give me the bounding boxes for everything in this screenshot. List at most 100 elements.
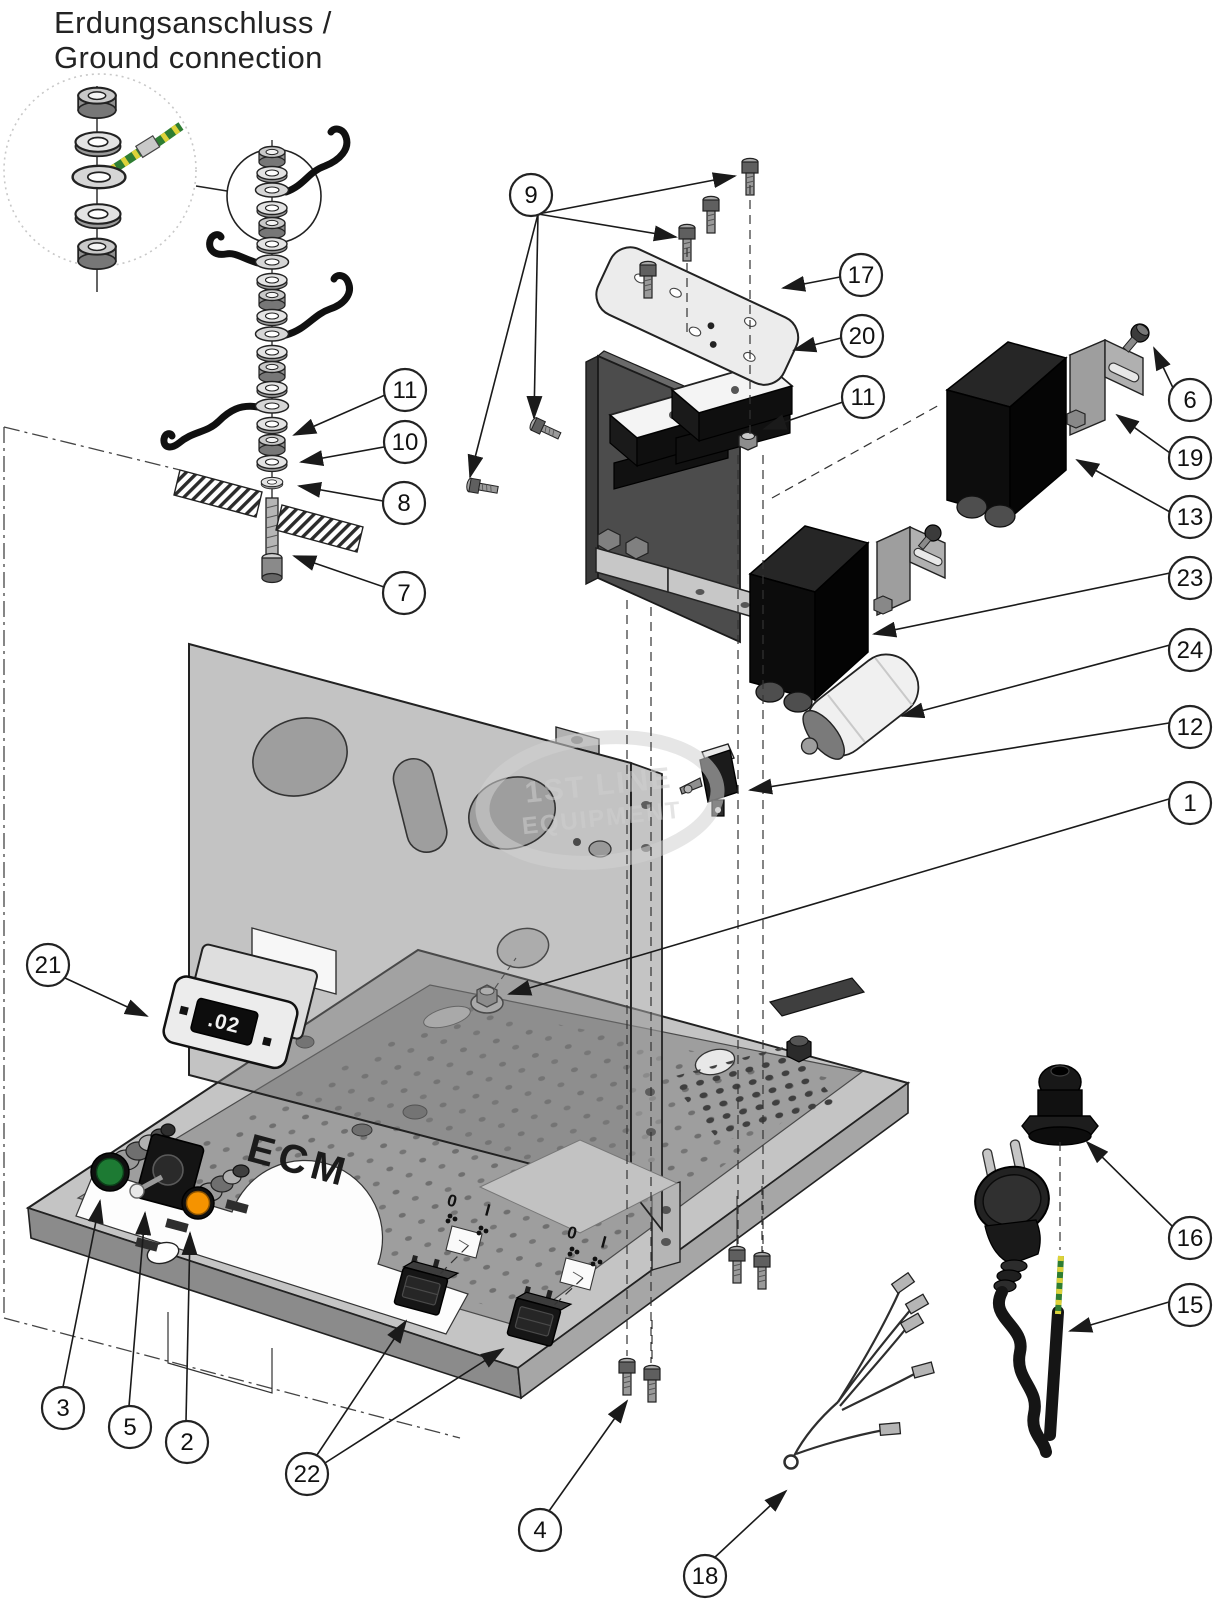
callout-9: 9 [508, 172, 554, 218]
phantom-boundary [3, 426, 461, 1439]
floor-hole-large [496, 927, 550, 969]
toggle-switch [129, 1133, 205, 1211]
hex-standoff [786, 1035, 812, 1063]
switch-cutout-2: 0 I [559, 1223, 608, 1291]
marking-on: I [483, 1201, 492, 1221]
apron-slot [165, 1218, 189, 1233]
callout-11-right: 11 [840, 374, 886, 420]
callout-7: 7 [381, 570, 427, 616]
relay-bracket-assembly [465, 157, 800, 644]
svg-text:4: 4 [533, 1517, 546, 1544]
callout-11-left: 11 [382, 367, 428, 413]
svg-text:11: 11 [851, 384, 876, 411]
panel-section-hatch [173, 469, 263, 518]
ground-washer-stack [160, 125, 364, 584]
bracket-screw [917, 524, 942, 551]
callout-19: 19 [1167, 435, 1213, 481]
callout-5: 5 [107, 1404, 153, 1450]
callout-6: 6 [1167, 377, 1213, 423]
notch-outline [167, 1312, 273, 1394]
ground-connection-detail [3, 73, 322, 292]
callout-18: 18 [682, 1553, 728, 1599]
svg-text:16: 16 [1177, 1225, 1204, 1252]
callout-10: 10 [382, 419, 428, 465]
svg-text:3: 3 [56, 1395, 69, 1422]
callout-20: 20 [839, 313, 885, 359]
marking-on: I [599, 1233, 608, 1253]
callout-2: 2 [164, 1419, 210, 1465]
ground-lead-wire [282, 125, 351, 196]
svg-text:24: 24 [1177, 637, 1204, 664]
svg-text:22: 22 [294, 1461, 321, 1488]
leader-lines [62, 172, 1176, 1560]
ground-bolt [261, 497, 283, 584]
svg-text:2: 2 [180, 1429, 193, 1456]
mounting-screw [465, 477, 500, 498]
apron-slot [135, 1237, 159, 1252]
rocker-switches [393, 1254, 573, 1347]
projection-lines [435, 185, 1061, 1366]
callout-15: 15 [1167, 1282, 1213, 1328]
svg-text:5: 5 [123, 1414, 136, 1441]
svg-text:12: 12 [1177, 714, 1204, 741]
hour-counter: .02 [162, 943, 318, 1070]
callout-23: 23 [1167, 555, 1213, 601]
callout-3: 3 [40, 1385, 86, 1431]
svg-text:19: 19 [1177, 445, 1204, 472]
bracket-screw [1122, 323, 1150, 353]
mounting-screw [527, 416, 563, 443]
title-line-english: Ground connection [54, 39, 323, 75]
cable-gland [1021, 1064, 1099, 1146]
back-panel [188, 642, 663, 1233]
title-line-german: Erdungsanschluss / [54, 5, 332, 40]
page-title: Erdungsanschluss / Ground connection [54, 5, 332, 75]
switch-cutout-1: 0 I [445, 1191, 492, 1259]
callout-1: 1 [1167, 780, 1213, 826]
svg-text:9: 9 [524, 182, 537, 209]
ground-lead-wire [282, 272, 353, 339]
callout-8: 8 [381, 480, 427, 526]
svg-text:10: 10 [392, 429, 419, 456]
callout-22: 22 [284, 1451, 330, 1497]
svg-text:18: 18 [692, 1563, 719, 1590]
panel-section-hatch [275, 504, 364, 553]
bracket-slot [1108, 362, 1140, 383]
transformer-upper [945, 341, 1068, 528]
panel-flange [630, 761, 663, 1233]
svg-text:6: 6 [1183, 387, 1196, 414]
callout-16: 16 [1167, 1215, 1213, 1261]
lower-mounting-strip [595, 528, 771, 624]
boiler-platform [478, 1139, 679, 1234]
capacitor [800, 653, 920, 760]
panel-hole [252, 717, 348, 797]
rocker-switch [393, 1254, 460, 1316]
callout-13: 13 [1167, 494, 1213, 540]
part1-nut-washer [470, 957, 517, 1014]
callout-24: 24 [1167, 627, 1213, 673]
transformer-bracket-lower [873, 524, 946, 617]
orange-button [181, 1164, 250, 1220]
lock-washer [260, 476, 284, 490]
ground-lead-wire [206, 231, 262, 267]
power-cord [974, 1139, 1064, 1458]
svg-text:17: 17 [848, 262, 875, 289]
detail-connector-line [195, 185, 228, 192]
ring-terminal [783, 1454, 799, 1470]
svg-text:21: 21 [35, 952, 62, 979]
bracket-nut [738, 431, 758, 451]
svg-text:1: 1 [1183, 790, 1196, 817]
floor-slot [423, 1005, 471, 1029]
flat-washer [256, 454, 288, 473]
ground-wire [109, 122, 184, 174]
callout-4: 4 [517, 1507, 563, 1553]
svg-text:20: 20 [849, 323, 876, 350]
vent-perforation-grid [668, 1045, 842, 1142]
bracket-slot [913, 547, 943, 567]
panel-slot [392, 758, 448, 853]
rail-bracket [768, 977, 866, 1017]
tray-right-face [517, 1081, 909, 1400]
svg-text:8: 8 [397, 490, 410, 517]
transformer-lower [748, 525, 870, 713]
